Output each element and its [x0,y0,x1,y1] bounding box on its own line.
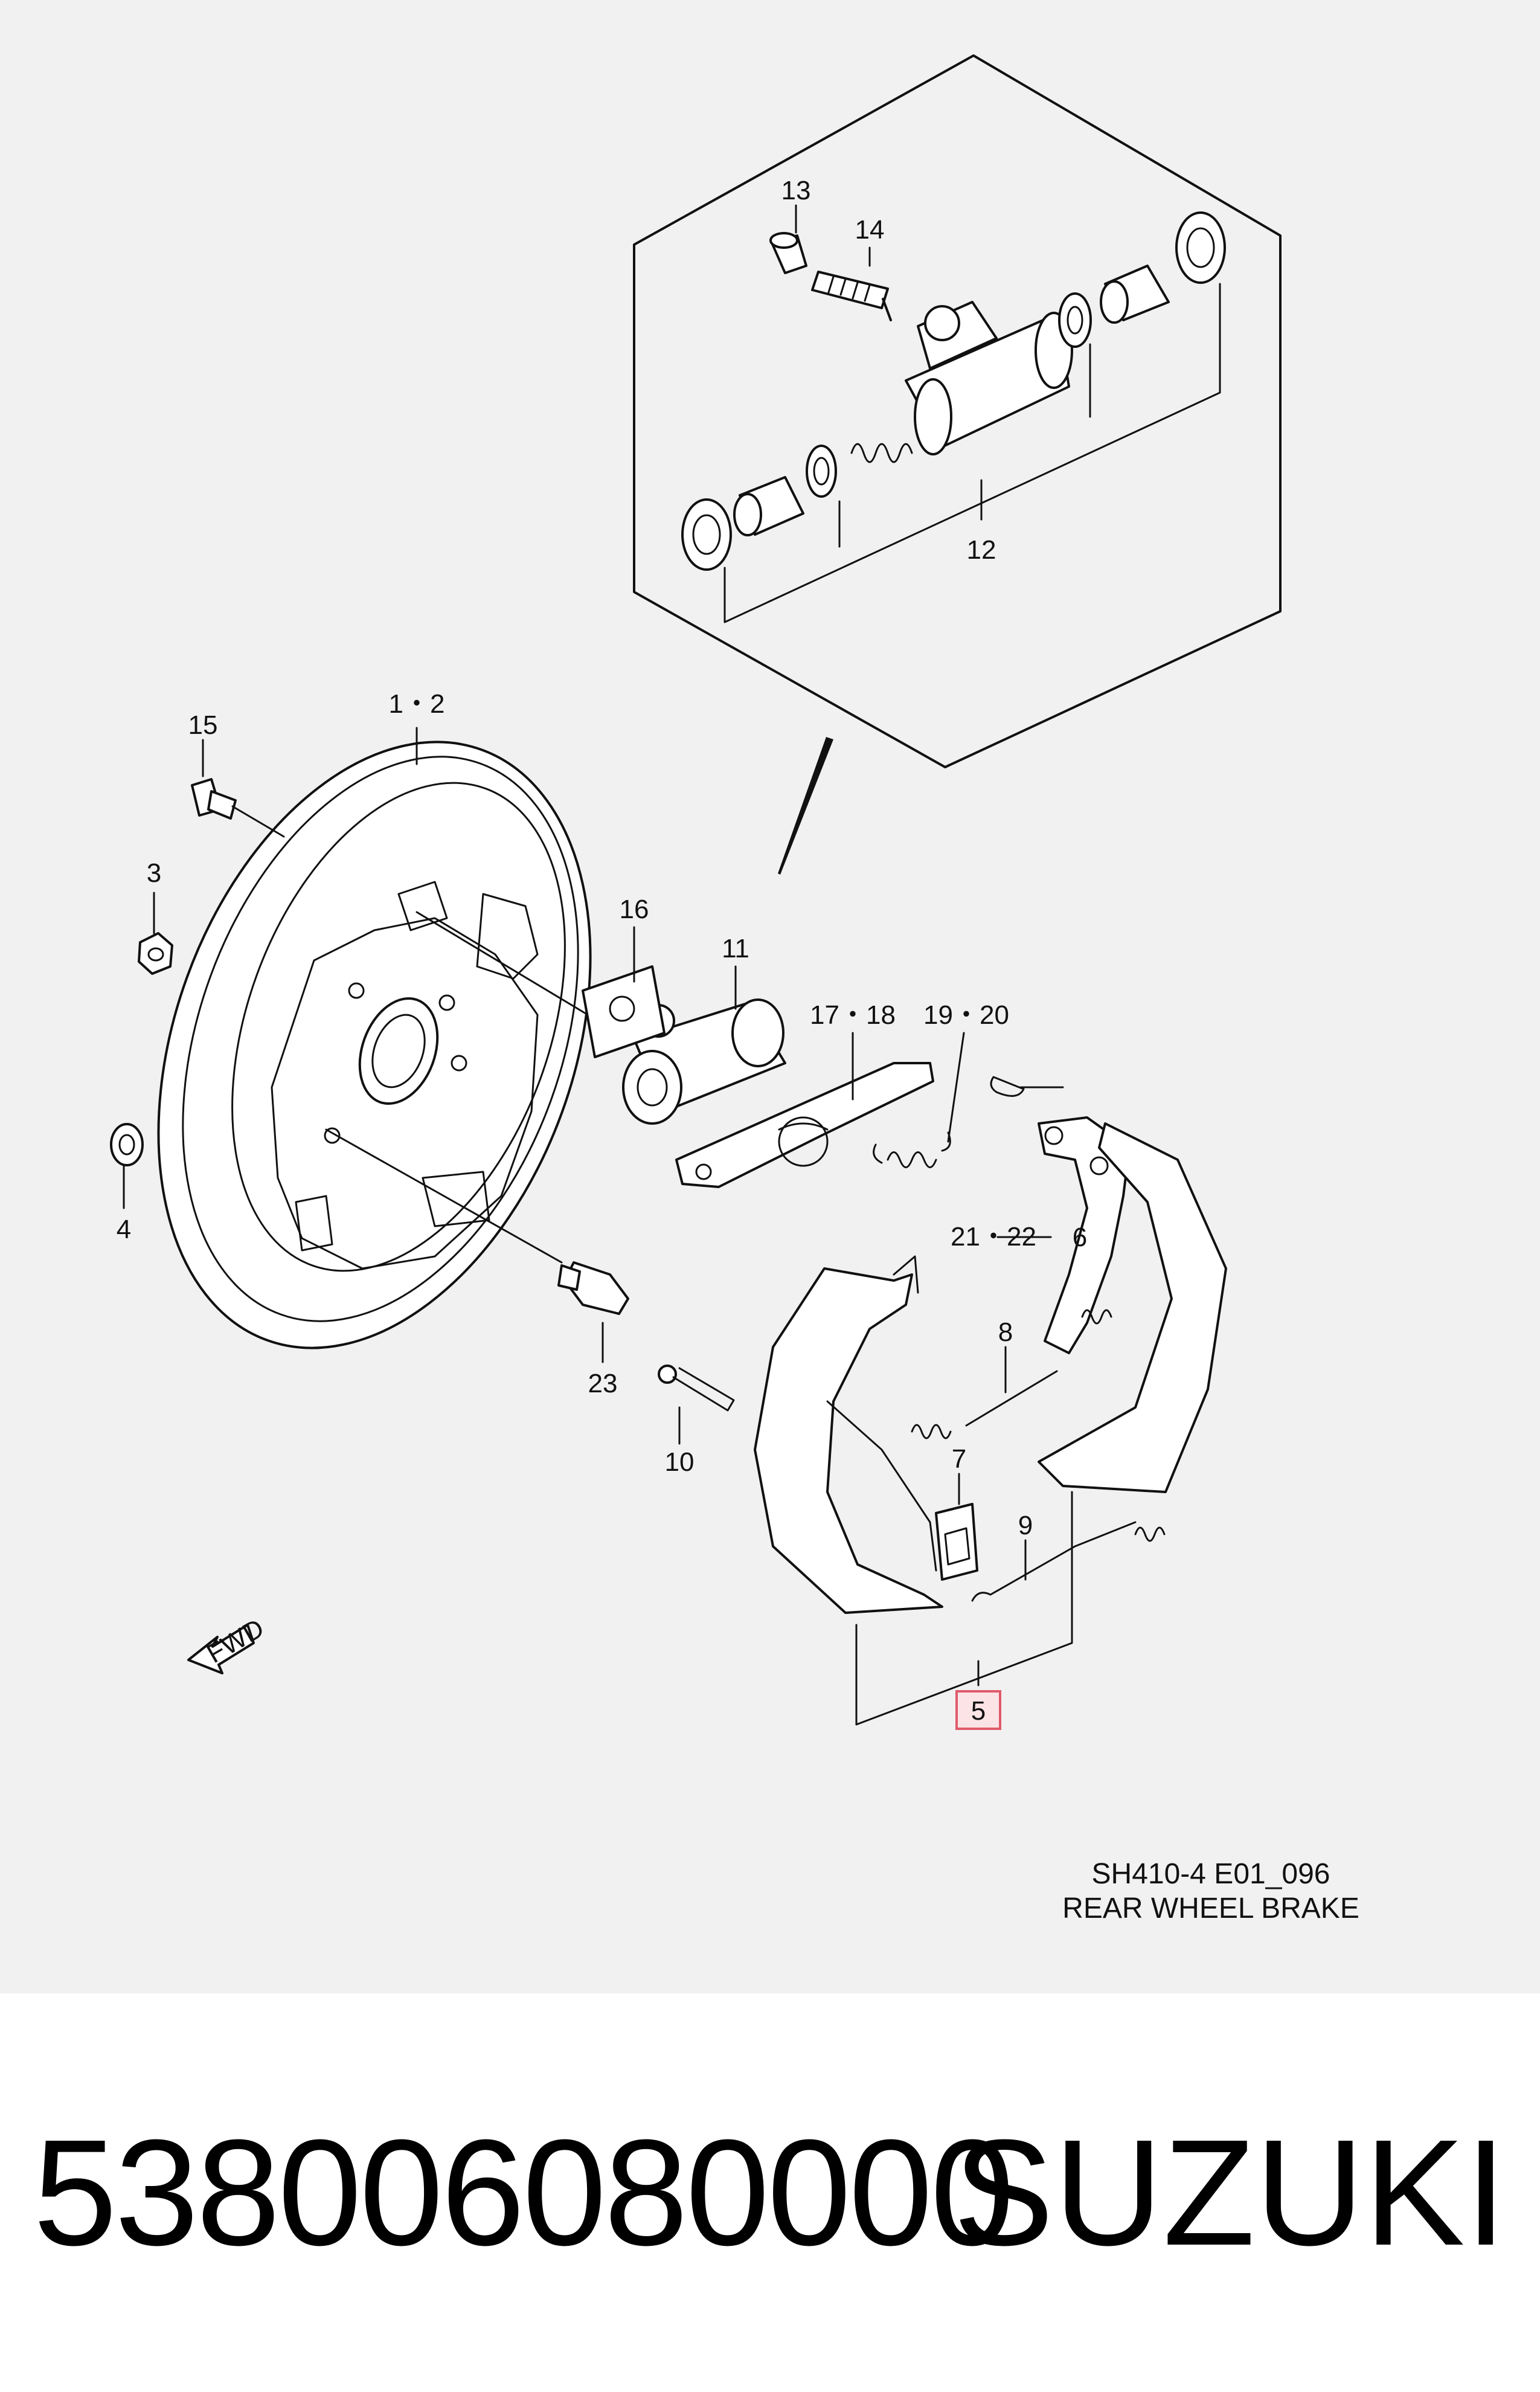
brake-shoe-rear-21-22 [1038,1116,1227,1493]
plug-4 [110,1123,144,1166]
diagram-title: REAR WHEEL BRAKE [1062,1892,1359,1924]
pin-6 [990,1076,1064,1097]
parking-brake-lever-17-18 [675,1062,934,1188]
bolt-15 [191,778,285,838]
highlight-box-5 [955,1690,1001,1730]
leader-lines [123,204,1073,1726]
callout-21-22: 21・22 [951,1222,1036,1252]
bleeder-23 [557,1261,629,1315]
callout-5: 5 [971,1696,986,1726]
callout-13: 13 [781,176,811,205]
callout-23: 23 [588,1369,618,1398]
exploded-parts-diagram: FWD 13 14 12 1・2 15 3 4 16 11 17・18 [110,54,1359,1924]
callout-14: 14 [855,215,885,245]
diagram-code: SH410-4 E01_096 [1092,1858,1330,1890]
callout-9: 9 [1018,1511,1033,1540]
bracket-12 [723,283,1221,623]
fwd-arrow-icon: FWD [187,1613,269,1674]
callout-4: 4 [117,1215,131,1244]
callout-15: 15 [188,710,218,740]
brand-name: SUZUKI [953,2108,1507,2277]
callout-labels: 13 14 12 1・2 15 3 4 16 11 17・18 19・20 6 … [117,176,1087,1726]
callout-7: 7 [952,1444,966,1474]
clip-7 [935,1503,978,1581]
spring-9 [971,1521,1166,1602]
callout-11: 11 [722,934,749,963]
diagram-panel: FWD 13 14 12 1・2 15 3 4 16 11 17・18 [0,0,1540,1993]
spring-19-20 [873,1131,951,1168]
wheel-cylinder-detail [681,211,1226,571]
callout-10: 10 [665,1447,695,1477]
detail-pointer [778,737,833,875]
wheel-cylinder-11 [622,998,786,1125]
part-number: 538006080000 [33,2108,1014,2277]
callout-17-18: 17・18 [810,1000,896,1030]
backing-plate [157,741,592,1349]
nut-3 [138,932,173,975]
callout-3: 3 [147,858,161,888]
bottom-caption [0,1993,1540,2392]
callout-16: 16 [620,895,649,924]
leader-backing-to-cylinder [415,911,599,1022]
callout-12: 12 [967,535,996,565]
spring-8 [911,1309,1112,1439]
leader-backing-to-bolt23 [325,1128,563,1264]
brake-shoe-front-5 [754,1255,943,1614]
wheel-cylinder-detail-frame [633,54,1282,768]
callout-8: 8 [998,1317,1013,1347]
callout-6: 6 [1073,1223,1087,1252]
fwd-label: FWD [202,1613,269,1670]
callout-1-2: 1・2 [389,689,445,719]
callout-19-20: 19・20 [923,1000,1009,1030]
pin-10 [658,1365,735,1412]
gasket-16 [582,965,666,1058]
